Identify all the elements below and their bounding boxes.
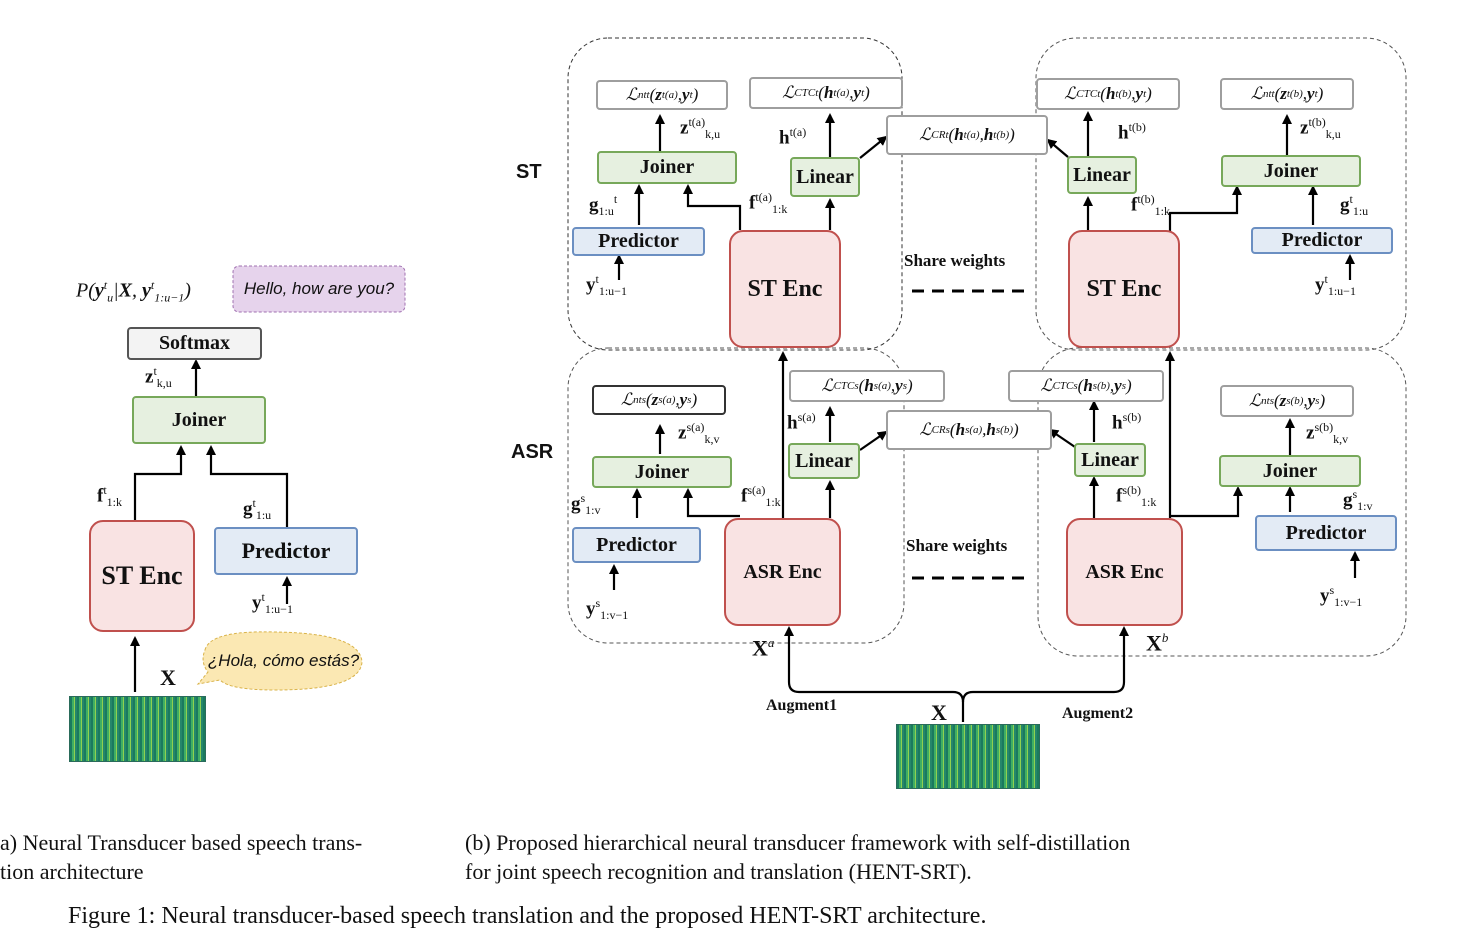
z-label-right-st: zt(b)k,u [1300,115,1341,142]
share-weights-top: Share weights [904,251,1006,270]
g-label-right-st: gt1:u [1340,192,1369,219]
caption-a: a) Neural Transducer based speech trans-… [0,828,362,886]
y-label-right-asr: ys1:v−1 [1320,583,1363,610]
joiner-right-asr: Joiner [1219,455,1361,487]
h-label-left-st: ht(a) [779,125,807,149]
z-label-left-asr: zs(a)k,v [678,420,720,447]
linear-left-asr: Linear [788,443,860,479]
row-label-st: ST [516,161,542,183]
joiner-right-st: Joiner [1221,155,1361,187]
group-left-asr [567,347,905,644]
f-label-right-asr: fs(b)1:k [1116,483,1157,510]
y-label-right-st: yt1:u−1 [1315,272,1356,299]
joiner-box-a: Joiner [132,396,266,444]
predictor-right-asr: Predictor [1255,515,1397,551]
x-label-b: X [931,700,947,725]
predictor-left-asr: Predictor [572,527,701,563]
caption-b-line1: (b) Proposed hierarchical neural transdu… [465,830,1131,855]
spectrogram-a [69,696,206,762]
y-label-left-st: yt1:u−1 [586,272,627,299]
st-enc-box-a: ST Enc [89,520,195,632]
f-label-left-asr: fs(a)1:k [741,483,781,510]
probability-label: P(ytu|X, yt1:u−1) [76,278,191,305]
output-text: Hello, how are you? [243,279,395,298]
xb-label: Xb [1146,630,1169,656]
g-label-a: gt1:u [243,496,272,523]
predictor-box-a: Predictor [214,527,358,575]
row-label-asr: ASR [511,441,554,463]
predictor-left-st: Predictor [572,227,705,256]
augment2-label: Augment2 [1062,705,1134,722]
caption-b-line2: for joint speech recognition and transla… [465,859,972,884]
st-enc-left: ST Enc [729,230,841,348]
asr-enc-right: ASR Enc [1066,518,1183,626]
joiner-left-asr: Joiner [592,456,732,488]
z-label-right-asr: zs(b)k,v [1306,420,1349,447]
xa-label: Xa [752,635,775,661]
input-bubble [196,631,363,691]
x-label-a: X [160,665,176,690]
group-left-st [567,37,903,351]
z-label-a: ztk,u [145,364,172,391]
softmax-box: Softmax [127,327,262,360]
f-label-left-st: ft(a)1:k [749,190,788,217]
y-label-left-asr: ys1:v−1 [586,596,629,623]
f-label-a: ft1:k [97,483,123,510]
y-label-a: yt1:u−1 [252,590,293,617]
output-bubble [232,265,406,313]
g-label-left-st: g1:ut [589,192,618,219]
h-label-left-asr: hs(a) [787,410,816,434]
z-label-left-st: zt(a)k,u [680,115,721,142]
group-right-asr [1037,347,1407,657]
linear-right-asr: Linear [1074,443,1146,477]
h-label-right-asr: hs(b) [1112,410,1142,434]
st-enc-right: ST Enc [1068,230,1180,348]
input-text: ¿Hola, cómo estás? [207,651,360,670]
caption-a-line1: a) Neural Transducer based speech trans- [0,830,363,855]
linear-left-st: Linear [790,157,860,197]
asr-enc-left: ASR Enc [724,518,841,626]
share-weights-bottom: Share weights [906,536,1008,555]
g-label-left-asr: gs1:v [571,491,601,518]
h-label-right-st: ht(b) [1118,120,1146,144]
caption-b: (b) Proposed hierarchical neural transdu… [465,828,1130,886]
augment1-label: Augment1 [766,697,838,714]
f-label-right-st: ft(b)1:k [1131,192,1170,219]
figure-caption: Figure 1: Neural transducer-based speech… [68,903,987,929]
predictor-right-st: Predictor [1251,227,1393,254]
caption-a-line2: tion architecture [0,859,144,884]
joiner-left-st: Joiner [597,151,737,184]
linear-right-st: Linear [1067,156,1137,194]
group-right-st [1035,37,1407,351]
g-label-right-asr: gs1:v [1343,487,1373,514]
spectrogram-b [896,724,1040,789]
